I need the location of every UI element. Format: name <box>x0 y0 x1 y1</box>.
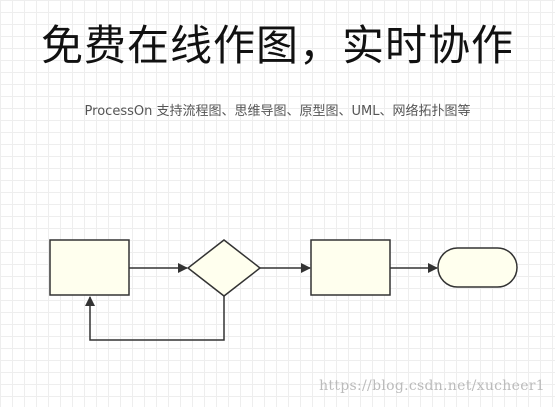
connector-decision-loop-back[interactable] <box>85 296 225 341</box>
decision-diamond[interactable] <box>186 239 262 297</box>
hero-title: 免费在线作图，实时协作 <box>40 21 514 70</box>
watermark-url: https://blog.csdn.net/xucheer1 <box>319 378 545 394</box>
terminator-end[interactable] <box>437 247 518 288</box>
hero-subtitle: ProcessOn 支持流程图、思维导图、原型图、UML、网络拓扑图等 <box>84 104 471 119</box>
process-box-start[interactable] <box>49 239 130 296</box>
process-box-middle[interactable] <box>310 239 391 296</box>
